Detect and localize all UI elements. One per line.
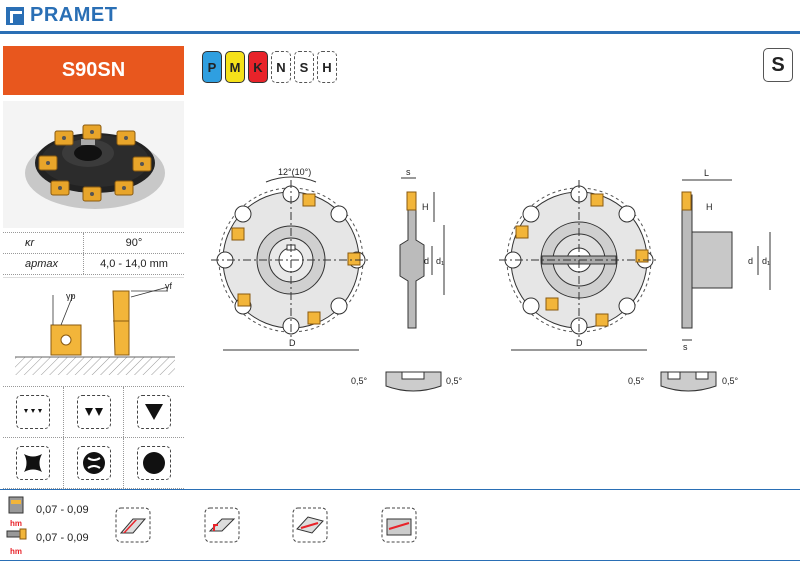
- brand-logo: PRAMET: [6, 4, 117, 27]
- feed-table: hm 0,07 - 0,09 hm 0,07 - 0,09: [6, 495, 116, 556]
- material-k: K: [248, 51, 268, 83]
- cutter-side-view-2: L s H d d₁: [681, 168, 771, 352]
- slot-angle-right-b: 0,5°: [722, 376, 739, 386]
- spec-table: κr 90° apmax 4,0 - 14,0 mm: [3, 232, 184, 275]
- large-triangle-icon: [137, 395, 172, 429]
- spec-row: κr 90°: [3, 232, 184, 254]
- feed-value: 0,07 - 0,09: [36, 532, 89, 544]
- slot-angle-left-b: 0,5°: [446, 376, 463, 386]
- small-triangles-icon: [15, 395, 50, 429]
- application-group-badge: S: [763, 48, 793, 82]
- circle-icon: [137, 446, 172, 480]
- feed-label: hm: [10, 518, 22, 528]
- cutter-photo-illustration: [25, 124, 165, 209]
- material-h: H: [317, 51, 337, 83]
- dim-d-right: d: [748, 256, 753, 266]
- dim-D-right: D: [576, 338, 583, 348]
- slot-milling-icon: [115, 507, 151, 548]
- slot-detail-left: 0,5° 0,5°: [351, 371, 463, 392]
- dim-d1-right: d₁: [762, 256, 770, 266]
- groove-milling-icon: [204, 507, 240, 548]
- product-photo: [3, 101, 184, 228]
- dim-d-left: d: [424, 256, 429, 266]
- product-title: S90SN: [3, 46, 184, 95]
- dim-H-right: H: [706, 202, 713, 212]
- product-title-text: S90SN: [61, 59, 126, 81]
- brand-name: PRAMET: [30, 4, 118, 26]
- material-m: M: [225, 51, 245, 83]
- spec-value: 4,0 - 14,0 mm: [83, 254, 184, 274]
- dim-angle: 12°(10°): [278, 167, 311, 177]
- dim-H-left: H: [422, 202, 429, 212]
- icon-row: [3, 437, 184, 489]
- dim-s-right: s: [683, 342, 688, 352]
- cutter-hm-icon: hm: [6, 495, 28, 528]
- cross-chip-icon: [15, 446, 50, 480]
- bottom-rule: [0, 560, 800, 561]
- shoulder-milling-icon: [381, 507, 417, 548]
- icon-grid: [3, 386, 184, 489]
- double-arc-icon: [76, 446, 111, 480]
- dim-L: L: [704, 168, 709, 178]
- insert-angle-sketch: γp γf: [3, 276, 184, 379]
- spec-row: apmax 4,0 - 14,0 mm: [3, 254, 184, 275]
- logo-mark-icon: [6, 6, 24, 25]
- feed-row: hm 0,07 - 0,09: [6, 495, 116, 528]
- dim-s-left: s: [406, 167, 411, 177]
- spec-symbol: κr: [25, 237, 35, 249]
- gamma-f-label: γf: [165, 281, 173, 291]
- header-rule: [0, 31, 800, 34]
- slot-detail-right: 0,5° 0,5°: [628, 371, 739, 392]
- footer-rule: [0, 489, 800, 490]
- feed-row: hm 0,07 - 0,09: [6, 523, 116, 556]
- material-n: N: [271, 51, 291, 83]
- material-groups: P M K N S H: [202, 51, 337, 83]
- slot-angle-left-a: 0,5°: [351, 376, 368, 386]
- technical-drawing: D 12°(10°) s H d d₁: [196, 150, 800, 400]
- gamma-p-label: γp: [66, 291, 76, 301]
- spec-symbol: apmax: [25, 258, 59, 270]
- cutter-front-view-2: D: [499, 180, 659, 351]
- feed-label: hm: [10, 546, 22, 556]
- dim-D-left: D: [289, 338, 296, 348]
- medium-triangles-icon: [76, 395, 111, 429]
- material-p: P: [202, 51, 222, 83]
- slot-angle-right-a: 0,5°: [628, 376, 645, 386]
- icon-row: [3, 386, 184, 437]
- spec-value: 90°: [83, 233, 184, 253]
- material-s: S: [294, 51, 314, 83]
- arbor-hm-icon: hm: [6, 523, 28, 556]
- dim-d1-left: d₁: [436, 256, 444, 266]
- cutter-front-view-1: D 12°(10°): [211, 167, 371, 351]
- cutter-side-view-1: s H d d₁: [399, 167, 445, 329]
- face-slot-icon: [292, 507, 328, 548]
- feed-value: 0,07 - 0,09: [36, 504, 89, 516]
